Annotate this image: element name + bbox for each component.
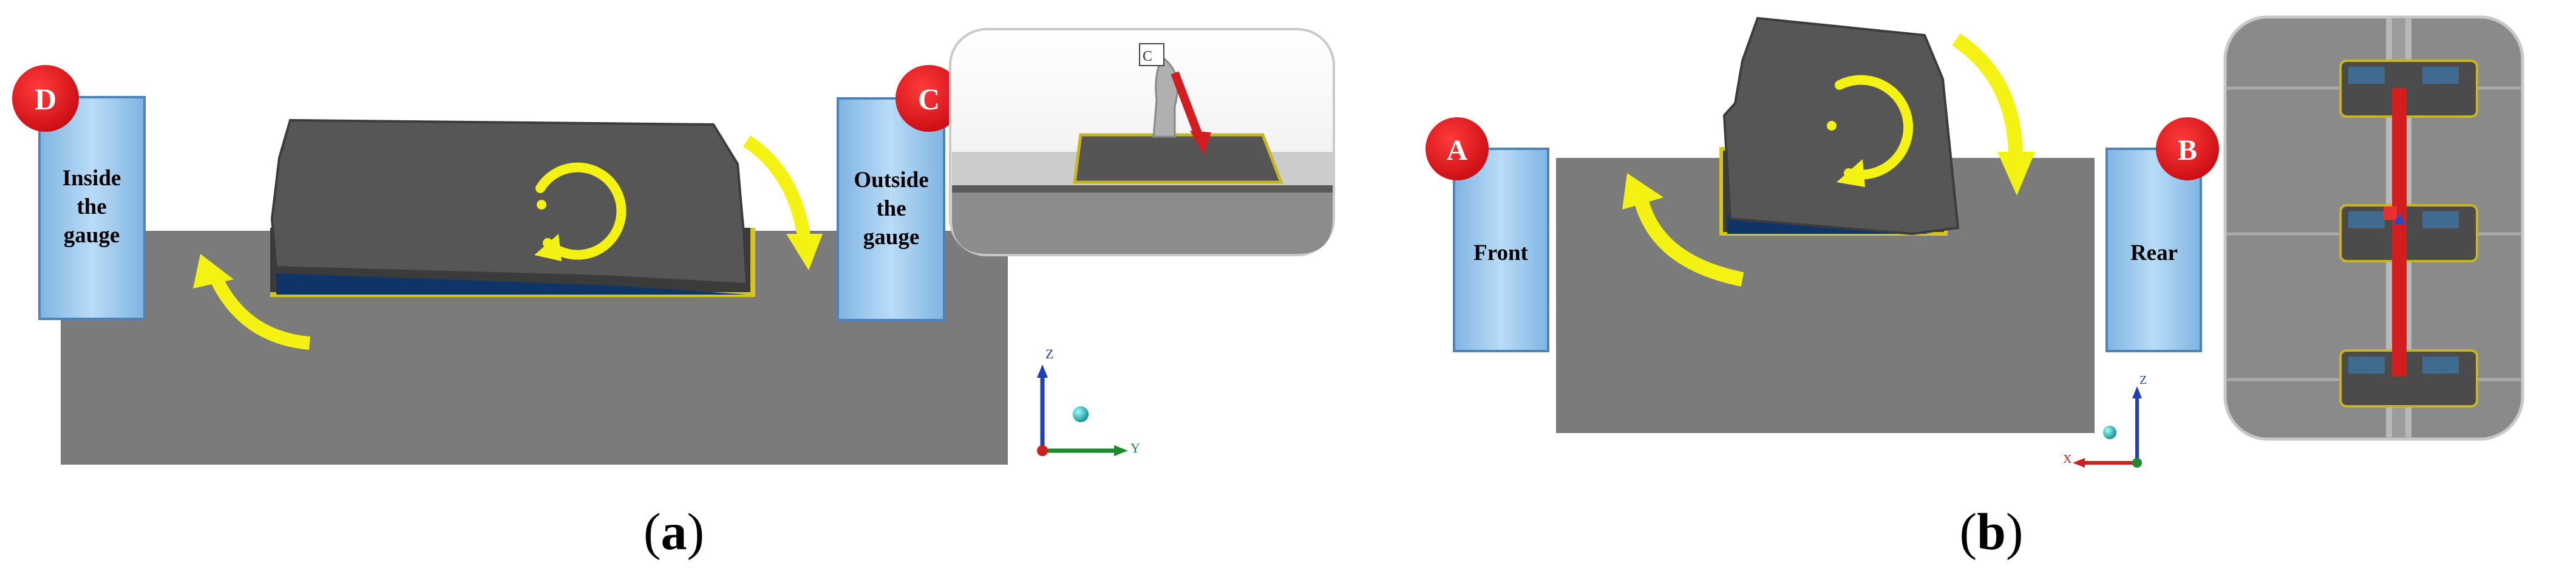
rear-box: [2105, 148, 2202, 352]
inside-gauge-box: [38, 96, 146, 320]
axis-triad-icon-b: Z X: [2063, 374, 2147, 468]
badge-d-letter: D: [35, 82, 56, 116]
axis-y-label-a: Y: [1130, 440, 1140, 456]
inset-probe-stem: [1152, 56, 1178, 138]
curved-yellow-arrowhead-right-b: [1997, 152, 2035, 196]
inset-pad-top: [2339, 60, 2478, 118]
curved-yellow-arrowhead-left-b: [1622, 173, 1664, 210]
panel-b: Front A Rear B Z X: [1426, 15, 2524, 468]
inset-detail-a: C: [949, 28, 1335, 256]
front-box: [1453, 148, 1549, 352]
badge-b: [2156, 117, 2219, 180]
badge-c: [895, 65, 962, 132]
inside-gauge-label-3: gauge: [64, 223, 120, 248]
caption-b: (b): [1959, 502, 2024, 561]
caption-a: (a): [643, 502, 705, 561]
inset-tag-c: [1139, 43, 1164, 66]
curved-yellow-arrow-right-b: [1952, 33, 2023, 159]
axis-z-label-b: Z: [2139, 374, 2147, 387]
rear-label: Rear: [2130, 241, 2178, 265]
badge-b-letter: B: [2178, 134, 2197, 166]
inside-gauge-label-1: Inside: [63, 166, 121, 191]
inset-part: [1073, 133, 1283, 184]
red-probe-icon: [1171, 71, 1203, 138]
part-body: [270, 118, 749, 286]
curved-yellow-arrow-left-b: [1632, 189, 1744, 287]
outside-gauge-label-2: the: [876, 196, 906, 221]
axis-x-label-b: X: [2063, 452, 2072, 466]
caption-b-letter: b: [1977, 502, 2006, 561]
outside-gauge-label-3: gauge: [863, 225, 920, 250]
part-body-b: [1722, 16, 1960, 236]
curved-yellow-arrow-icon: [206, 267, 311, 350]
outside-gauge-box: [837, 97, 945, 321]
badge-c-letter: C: [918, 82, 940, 116]
inset-pad-bottom: [2339, 349, 2478, 408]
badge-a: [1426, 117, 1489, 180]
badge-a-letter: A: [1447, 134, 1468, 166]
badge-d: [12, 65, 79, 132]
axis-z-label-a: Z: [1045, 346, 1053, 361]
outside-gauge-label-1: Outside: [854, 168, 928, 193]
inside-gauge-label-2: the: [76, 194, 106, 219]
curved-yellow-arrow-right: [743, 135, 811, 241]
curved-yellow-arrowhead-right: [786, 234, 823, 270]
inset-pad-middle: [2339, 204, 2478, 262]
slot-blue-shadow: [276, 273, 747, 295]
inset-detail-b: [2223, 15, 2524, 441]
curved-yellow-arrowhead-left: [193, 254, 234, 288]
rotation-yellow-circle-icon-b: [1827, 75, 1914, 187]
caption-a-letter: a: [661, 502, 687, 561]
front-label: Front: [1473, 241, 1528, 265]
inset-tag-c-letter: C: [1143, 49, 1152, 64]
axis-triad-icon: Z Y: [1037, 346, 1140, 456]
panel-a: Inside the gauge D Outside the gauge C C: [12, 28, 1335, 465]
red-probe-arrowhead: [1190, 131, 1211, 155]
rotation-yellow-circle-icon: [534, 162, 627, 261]
